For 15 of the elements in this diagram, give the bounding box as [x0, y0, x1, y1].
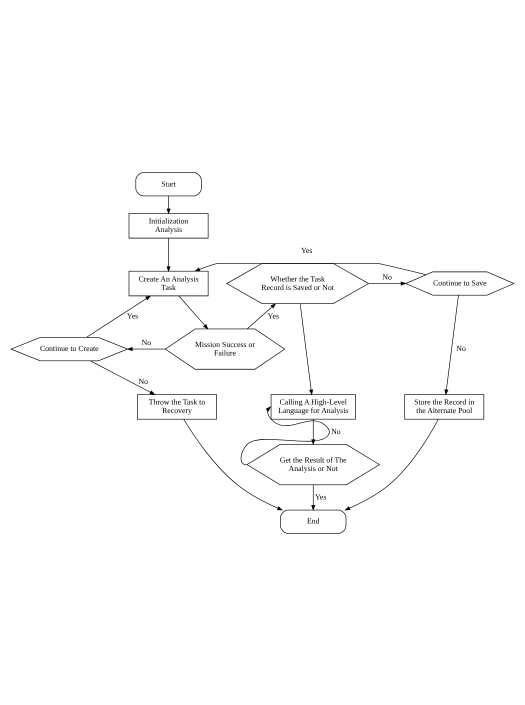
- arrow: [444, 294, 459, 395]
- arrow: [368, 281, 407, 286]
- arrow: [166, 237, 171, 272]
- arrow: [311, 484, 316, 510]
- arrow: [90, 360, 156, 394]
- arrow: [184, 418, 284, 510]
- arrow: [86, 294, 152, 338]
- arrow: [344, 418, 439, 510]
- arrow: [300, 302, 314, 395]
- arrow: [194, 262, 426, 275]
- arrow: [126, 346, 166, 351]
- arrow: [178, 295, 208, 330]
- arrow: [246, 302, 276, 329]
- arrow: [166, 195, 171, 214]
- arrow: [240, 406, 330, 464]
